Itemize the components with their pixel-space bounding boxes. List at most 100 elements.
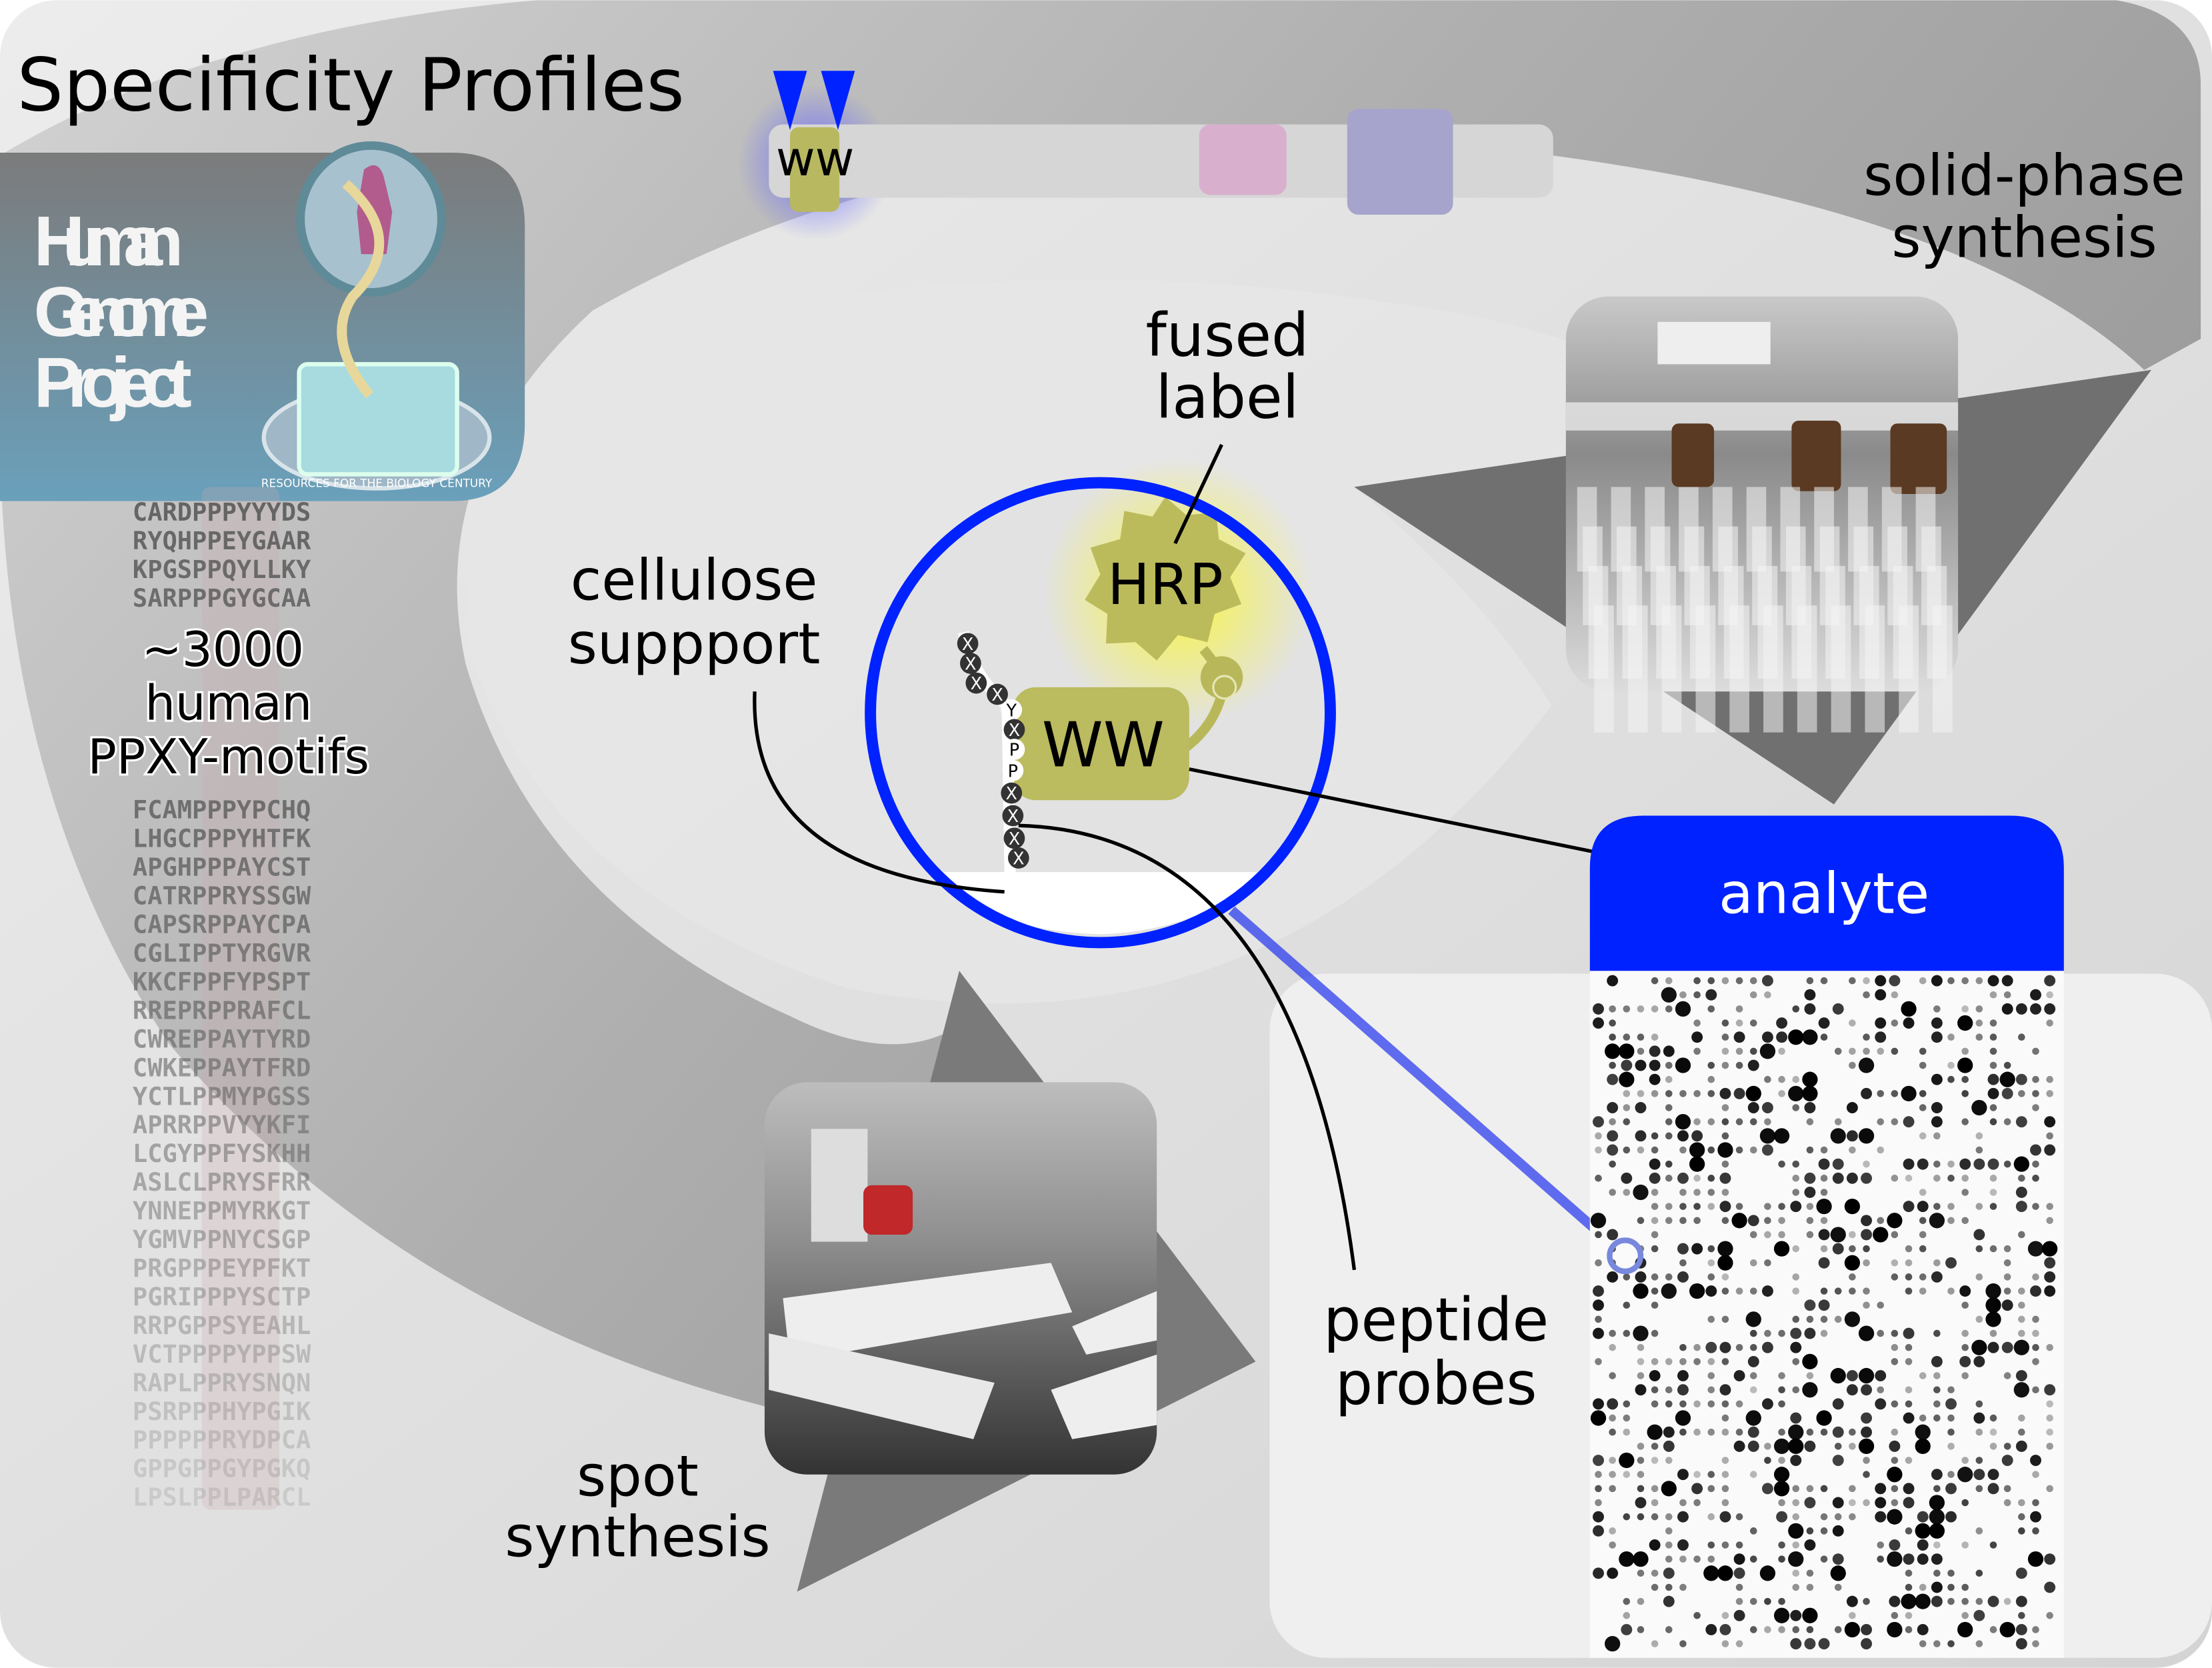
array-spot xyxy=(1607,1398,1619,1410)
array-spot xyxy=(1973,1355,1985,1367)
array-spot xyxy=(1623,1273,1631,1281)
array-spot xyxy=(1665,1203,1673,1210)
array-spot xyxy=(1735,1287,1743,1295)
array-spot xyxy=(2030,1144,2041,1156)
array-spot xyxy=(1792,1513,1800,1521)
page-title: Specificity Profiles xyxy=(17,42,684,127)
array-spot xyxy=(1975,1273,1983,1281)
array-spot xyxy=(1849,977,1856,985)
array-spot xyxy=(2015,1624,2027,1635)
array-spot xyxy=(1989,1118,1997,1125)
array-spot xyxy=(1832,1003,1844,1015)
callout-line: ~3000 xyxy=(142,621,304,677)
array-spot xyxy=(1959,1158,1971,1170)
array-spot xyxy=(1693,1118,1701,1125)
array-spot xyxy=(1989,1329,1997,1337)
array-spot xyxy=(1693,1343,1701,1351)
array-spot xyxy=(1593,1455,1604,1466)
array-spot xyxy=(2032,1386,2039,1394)
array-spot xyxy=(1931,1031,1943,1043)
array-spot xyxy=(1989,1019,1997,1027)
array-spot xyxy=(1947,1640,1955,1647)
array-spot xyxy=(1707,1203,1715,1210)
array-spot xyxy=(1605,1043,1621,1059)
array-spot xyxy=(1651,1457,1659,1464)
array-spot xyxy=(1792,1104,1800,1111)
array-spot xyxy=(2027,1241,2044,1257)
array-spot xyxy=(1609,1485,1616,1493)
array-spot xyxy=(1919,977,1927,985)
array-spot xyxy=(1689,1283,1705,1299)
residue-letter: Y xyxy=(1005,700,1017,720)
array-spot xyxy=(1989,1541,1997,1549)
tube xyxy=(1763,605,1783,733)
array-spot xyxy=(1788,1424,1804,1440)
array-spot xyxy=(1693,991,1701,999)
array-spot xyxy=(1693,1471,1701,1478)
array-spot xyxy=(1595,1259,1602,1267)
array-spot xyxy=(1792,1569,1800,1577)
array-spot xyxy=(1721,1612,1729,1619)
peptide-sequence: KKCFPPFYPSPT xyxy=(133,967,311,996)
array-spot xyxy=(1764,1626,1771,1633)
array-spot xyxy=(1759,1128,1776,1144)
array-spot xyxy=(1806,1203,1814,1210)
array-spot xyxy=(1705,1285,1717,1297)
array-spot xyxy=(1877,1386,1885,1394)
array-spot xyxy=(1844,1255,1861,1271)
array-spot xyxy=(1929,1523,1945,1539)
array-spot xyxy=(1919,1231,1927,1239)
array-spot xyxy=(1721,1485,1729,1493)
array-spot xyxy=(1861,1087,1873,1099)
zoom-connector xyxy=(1228,906,1626,1257)
tube xyxy=(1627,605,1648,733)
array-spot xyxy=(1818,1229,1830,1241)
array-spot xyxy=(2003,1118,2011,1125)
array-spot xyxy=(1834,1626,1842,1633)
array-spot xyxy=(1905,1583,1913,1591)
array-spot xyxy=(1818,1638,1830,1650)
array-spot xyxy=(1719,1624,1731,1635)
array-spot xyxy=(1846,1370,1858,1382)
array-spot xyxy=(1929,1495,1945,1511)
array-spot xyxy=(1933,1640,1941,1647)
array-spot xyxy=(1917,1511,1929,1523)
array-spot xyxy=(1877,1217,1885,1225)
human-genome-project-logo: Human Genome Project RESOURCES FOR THE B… xyxy=(0,141,525,501)
array-spot xyxy=(1707,1513,1715,1521)
array-spot xyxy=(1749,1626,1757,1633)
array-spot xyxy=(1607,1130,1619,1142)
array-spot xyxy=(1593,1567,1604,1579)
array-spot xyxy=(1891,1612,1899,1619)
array-spot xyxy=(1595,1231,1602,1239)
array-spot xyxy=(1975,1315,1983,1323)
array-spot xyxy=(1975,1485,1983,1493)
array-spot xyxy=(1773,1467,1790,1483)
array-spot xyxy=(1749,1329,1757,1337)
array-spot xyxy=(1778,1428,1785,1436)
array-spot xyxy=(1721,1457,1729,1464)
array-spot xyxy=(1989,1189,1997,1196)
array-spot xyxy=(1830,1367,1846,1384)
array-spot xyxy=(1975,977,1983,985)
array-spot xyxy=(1721,1273,1729,1281)
array-spot xyxy=(1623,1612,1631,1619)
array-spot xyxy=(1985,1311,2001,1327)
peptide-sequence: YCTLPPMYPGSS xyxy=(133,1082,311,1111)
array-spot xyxy=(1707,1189,1715,1196)
array-spot xyxy=(1677,1370,1689,1382)
array-spot xyxy=(1593,1017,1604,1029)
array-spot xyxy=(1719,1384,1731,1396)
array-spot xyxy=(2044,1285,2056,1297)
array-spot xyxy=(2044,1003,2056,1015)
residue-bead xyxy=(1001,782,1023,804)
array-spot xyxy=(1989,1047,1997,1055)
residue-letter: P xyxy=(1008,761,1018,781)
array-spot xyxy=(1679,1203,1687,1210)
array-spot xyxy=(1792,1189,1800,1196)
array-spot xyxy=(1806,1146,1814,1154)
array-spot xyxy=(1637,1033,1645,1041)
array-spot xyxy=(1919,1104,1927,1111)
residue-bead xyxy=(1003,739,1025,760)
